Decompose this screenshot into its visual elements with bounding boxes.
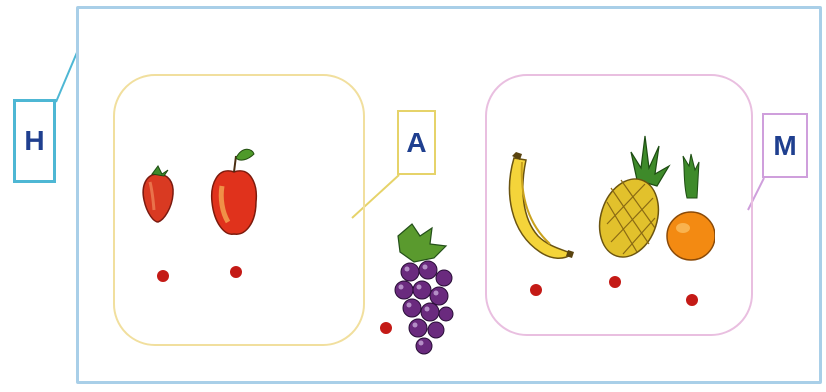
strawberry-icon <box>138 160 178 226</box>
element-dot-grapes <box>380 322 392 334</box>
apple-icon <box>208 142 260 240</box>
pineapple-icon <box>597 132 671 262</box>
element-dot-pineapple <box>609 276 621 288</box>
element-dot-apple <box>230 266 242 278</box>
set-label-a: A <box>397 110 436 175</box>
banana-icon <box>500 152 576 268</box>
grapes-icon <box>390 222 454 368</box>
set-label-m: M <box>762 113 808 178</box>
connector-h <box>56 50 78 102</box>
set-label-h: H <box>13 99 56 183</box>
orange-icon <box>665 152 715 276</box>
element-dot-orange <box>686 294 698 306</box>
element-dot-strawberry <box>157 270 169 282</box>
element-dot-banana <box>530 284 542 296</box>
